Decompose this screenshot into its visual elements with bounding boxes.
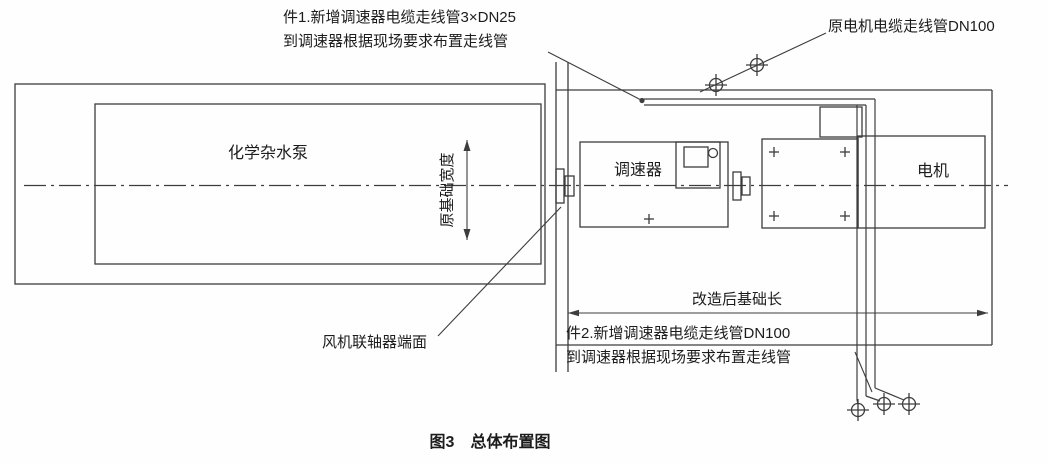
new-foundation-outline <box>556 89 993 346</box>
governor-motor-coupling <box>732 171 751 201</box>
motor-label: 电机 <box>917 162 949 180</box>
pump-label: 化学杂水泵 <box>228 144 308 162</box>
note2-line1-label: 件2.新增调速器电缆走线管DN100 <box>566 325 790 342</box>
cable-conduit-runs <box>644 98 905 405</box>
dimension-arrowheads <box>463 97 988 317</box>
coupling-face-label: 风机联轴器端面 <box>322 334 427 351</box>
governor-label: 调速器 <box>614 161 662 179</box>
leader-dot <box>639 97 645 104</box>
motor-cable-label: 原电机电缆走线管DN100 <box>828 18 995 35</box>
foundation-length-label: 改造后基础长 <box>692 291 782 308</box>
fan-coupling <box>555 168 575 204</box>
conduit-symbol-bottom-1 <box>847 399 869 421</box>
foundation-width-label: 原基础宽度 <box>439 152 456 227</box>
foundation-joint-lines <box>555 62 569 372</box>
governor-box <box>579 141 729 228</box>
conduit-symbol-bottom-2 <box>873 393 895 415</box>
motor-body <box>857 135 986 229</box>
motor-terminal-box <box>819 106 863 138</box>
motor-base-plate <box>761 138 859 229</box>
leader-lines <box>437 32 873 393</box>
note1-line2-label: 到调速器根据现场要求布置走线管 <box>283 33 508 50</box>
note1-line1-label: 件1.新增调速器电缆走线管3×DN25 <box>283 9 516 26</box>
pump-body <box>94 103 542 265</box>
figure-caption: 图3 总体布置图 <box>430 432 551 451</box>
note2-line2-label: 到调速器根据现场要求布置走线管 <box>566 349 791 366</box>
drawing-texts: 件1.新增调速器电缆走线管3×DN25 到调速器根据现场要求布置走线管 原电机电… <box>228 9 995 451</box>
old-foundation-outline <box>14 83 546 285</box>
conduit-symbol-bottom-3 <box>898 393 920 415</box>
